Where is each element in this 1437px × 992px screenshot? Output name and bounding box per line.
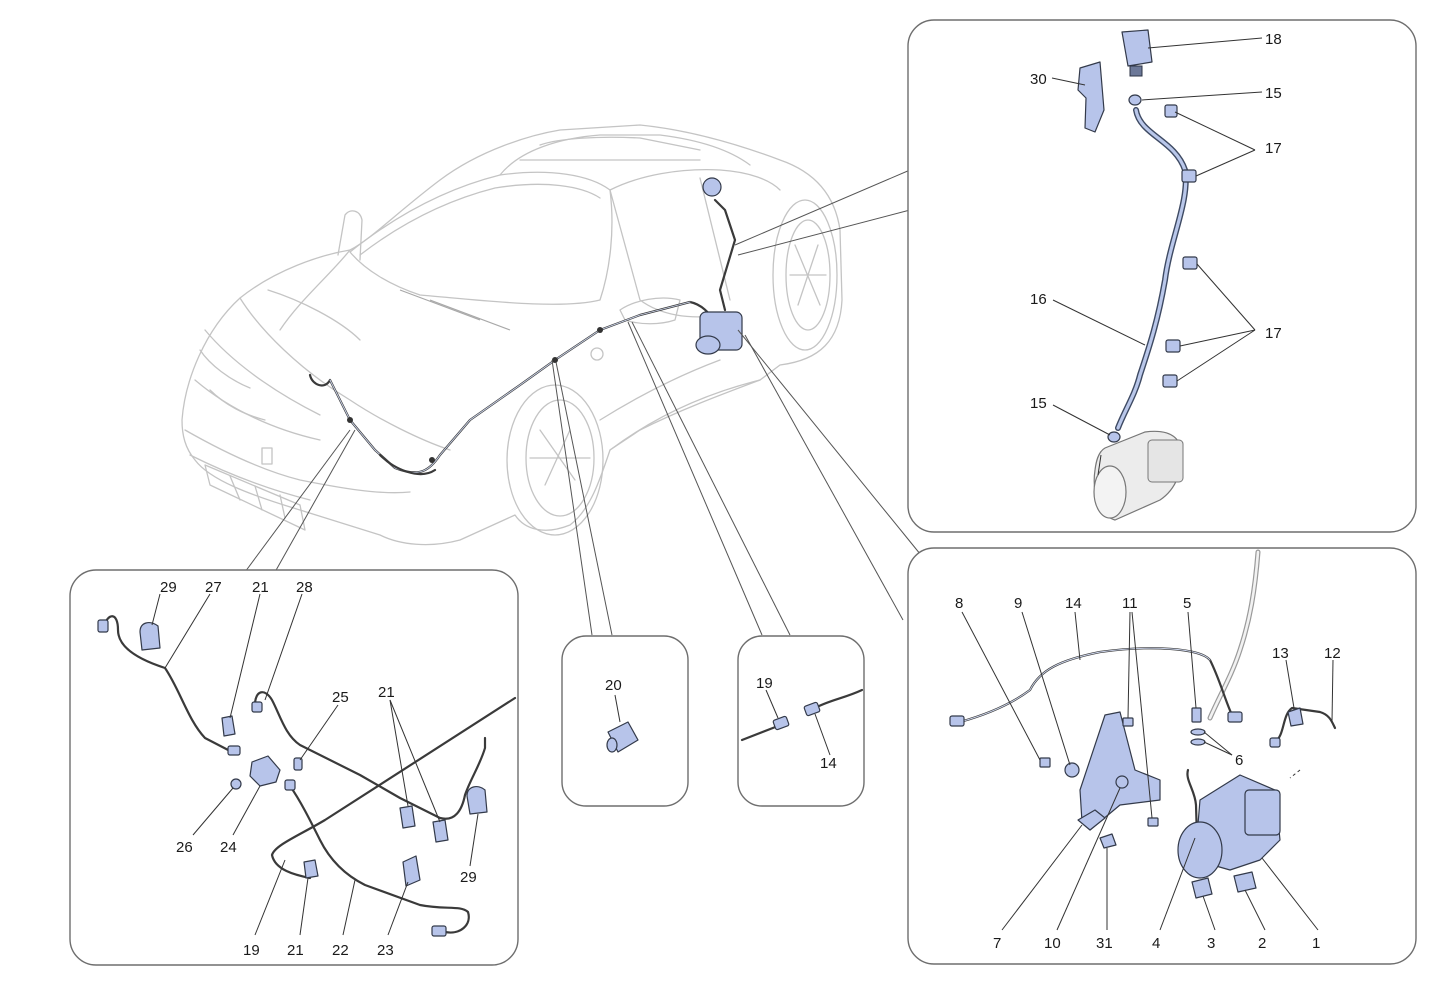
label-bottom-right: 8 <box>955 595 963 612</box>
label-bottom-left: 23 <box>377 942 394 959</box>
label-bottom-right: 11 <box>1122 595 1138 612</box>
car-brake-lines <box>308 177 743 475</box>
label-top-right: 17 <box>1265 140 1282 157</box>
label-bottom-left: 21 <box>378 684 395 701</box>
label-bottom-right: 14 <box>1065 595 1082 612</box>
label-bottom-left: 21 <box>252 579 269 596</box>
label-top-right: 17 <box>1265 325 1282 342</box>
label-bottom-right: 6 <box>1235 752 1243 769</box>
label-bottom-left: 29 <box>460 869 477 886</box>
label-bottom-left: 29 <box>160 579 177 596</box>
label-bottom-left: 27 <box>205 579 222 596</box>
label-center: 14 <box>820 755 837 772</box>
label-top-right: 15 <box>1265 85 1282 102</box>
label-top-right: 16 <box>1030 291 1047 308</box>
label-top-right: 18 <box>1265 31 1282 48</box>
label-top-right: 30 <box>1030 71 1047 88</box>
panel-bottom-left: 29 27 21 28 25 21 26 24 29 19 21 22 23 <box>69 569 519 966</box>
label-bottom-right: 4 <box>1152 935 1160 952</box>
label-bottom-right: 9 <box>1014 595 1022 612</box>
label-bottom-left: 24 <box>220 839 237 856</box>
label-bottom-right: 10 <box>1044 935 1061 952</box>
label-bottom-right: 7 <box>993 935 1001 952</box>
label-bottom-right: 5 <box>1183 595 1191 612</box>
label-bottom-left: 28 <box>296 579 313 596</box>
label-bottom-right: 31 <box>1096 935 1113 952</box>
label-bottom-left: 22 <box>332 942 349 959</box>
label-bottom-right: 2 <box>1258 935 1266 952</box>
label-center: 19 <box>756 675 773 692</box>
label-bottom-left: 19 <box>243 942 260 959</box>
car-outline <box>181 124 843 546</box>
panel-center-right: 19 14 <box>737 635 865 807</box>
label-center: 20 <box>605 677 622 694</box>
label-top-right: 15 <box>1030 395 1047 412</box>
label-bottom-left: 25 <box>332 689 349 706</box>
label-bottom-left: 26 <box>176 839 193 856</box>
callout-lines <box>244 169 926 636</box>
panel-top-right: 18 30 15 17 16 17 15 <box>907 19 1417 533</box>
label-bottom-right: 3 <box>1207 935 1215 952</box>
panel-center-left: 20 <box>561 635 689 807</box>
label-bottom-right: 13 <box>1272 645 1289 662</box>
label-bottom-right: 12 <box>1324 645 1341 662</box>
label-bottom-right: 1 <box>1312 935 1320 952</box>
label-bottom-left: 21 <box>287 942 304 959</box>
panel-bottom-right: 8 9 14 11 5 13 12 6 7 10 31 4 3 2 1 <box>907 547 1417 965</box>
